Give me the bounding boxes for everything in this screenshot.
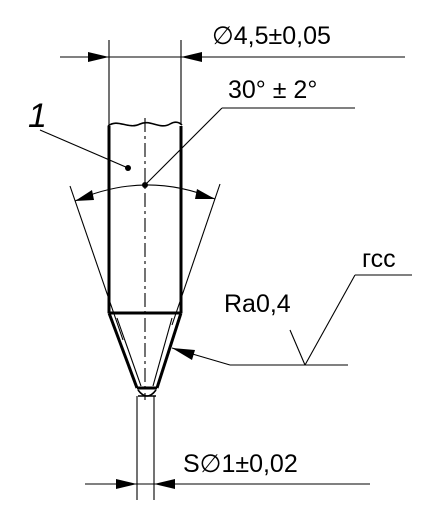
roughness-leader xyxy=(171,274,412,366)
angle-label: 30° ± 2° xyxy=(228,76,317,104)
roughness-label: Ra0,4 xyxy=(224,290,291,318)
part-leader xyxy=(39,129,131,171)
diameter-label: ∅4,5±0,05 xyxy=(212,22,331,50)
part-number-label: 1 xyxy=(28,97,47,135)
top-diameter-dimension xyxy=(60,40,405,125)
cone-tip xyxy=(107,312,183,397)
angle-construction-lines xyxy=(69,183,221,341)
tip-diameter-label: S∅1±0,02 xyxy=(183,450,298,478)
roughness-note-label: гсс xyxy=(362,245,396,273)
tip-dimension xyxy=(85,396,370,500)
angle-leader xyxy=(142,107,355,188)
